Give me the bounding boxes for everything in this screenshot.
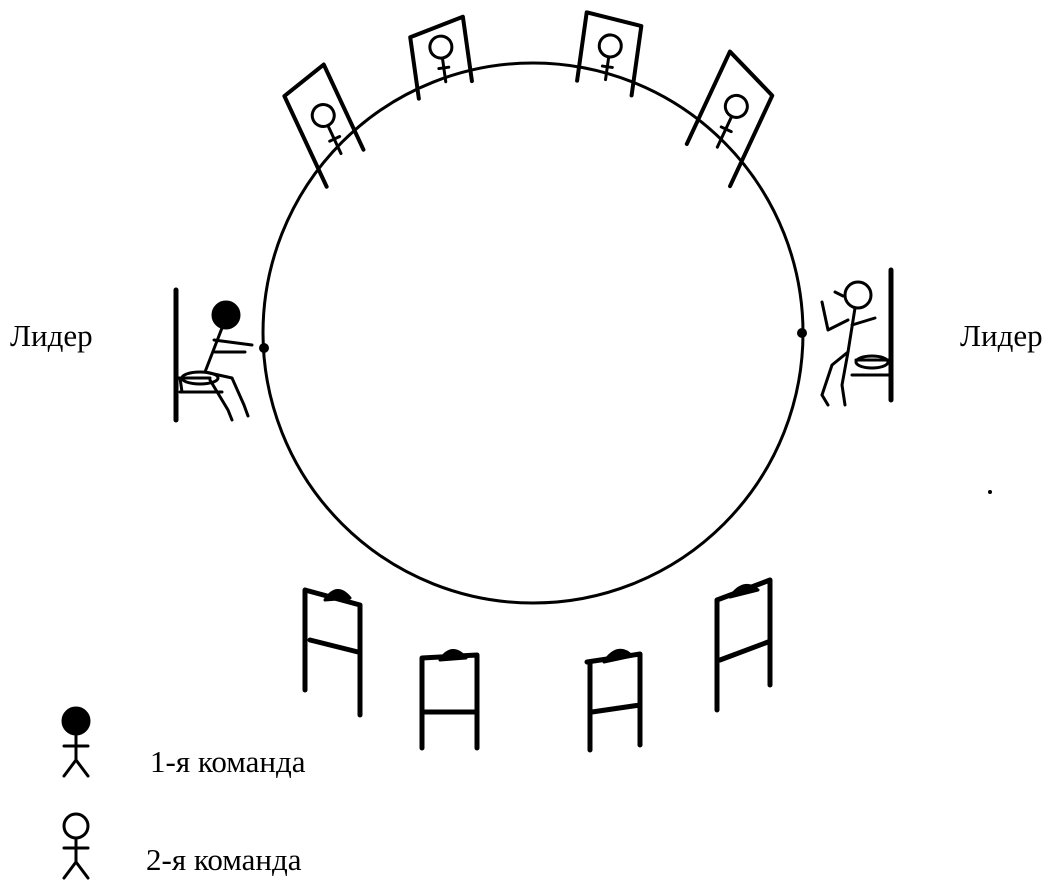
stray-mark	[988, 490, 992, 494]
team1-seat-3	[587, 650, 640, 750]
legend-team2-label: 2-я команда	[146, 842, 302, 878]
team1-legend-icon	[63, 708, 89, 776]
team1-seat-2	[422, 650, 477, 748]
leader-right-point	[797, 328, 807, 338]
leader-right-figure	[822, 270, 891, 405]
team2-legend-icon	[64, 814, 88, 878]
team1-seat-1	[305, 590, 360, 715]
team1-seat-4	[717, 580, 770, 710]
leader-left-label: Лидер	[10, 318, 93, 354]
team2-seat-2	[408, 17, 473, 99]
legend-team1-label: 1-я команда	[150, 744, 306, 780]
team2-seat-1	[279, 65, 371, 187]
leader-left-figure	[176, 290, 252, 420]
circle-area	[263, 63, 803, 603]
leader-left-point	[259, 343, 269, 353]
team2-seat-4	[678, 52, 781, 187]
leader-right-label: Лидер	[960, 318, 1043, 354]
team2-seat-3	[576, 12, 642, 95]
